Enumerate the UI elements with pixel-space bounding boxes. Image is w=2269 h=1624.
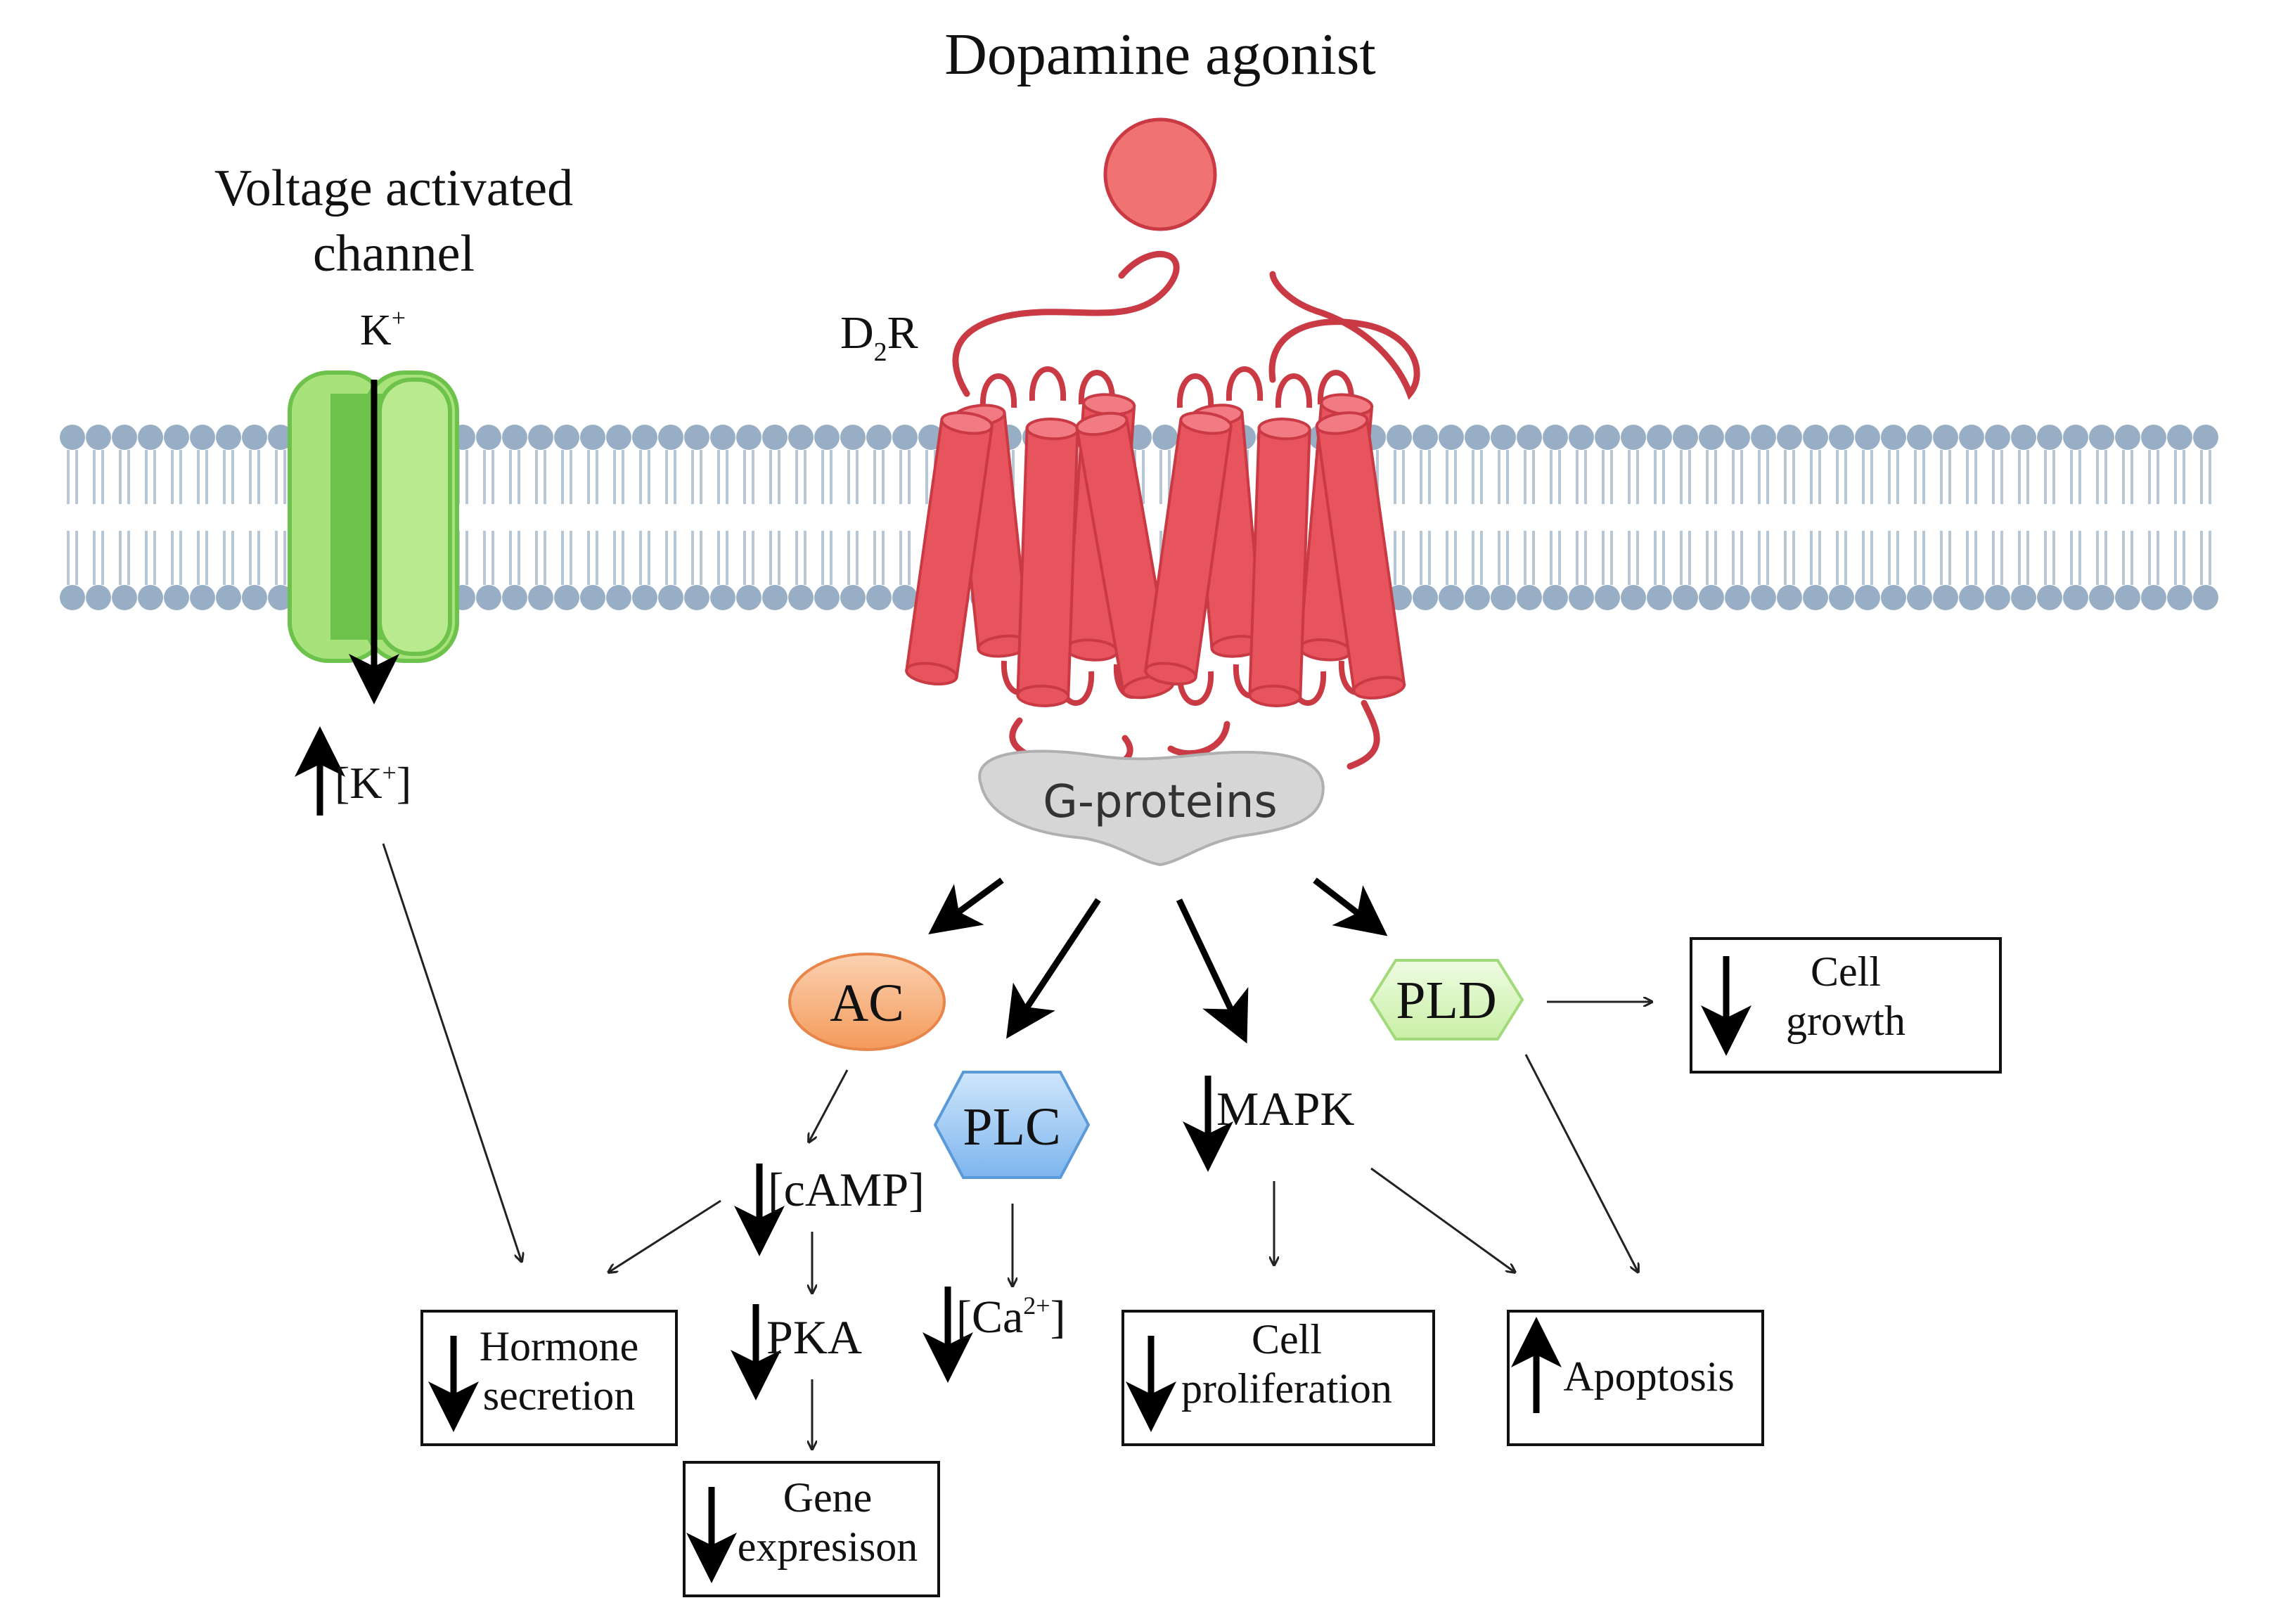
ac-ellipse	[788, 953, 946, 1051]
potassium-level-label: [K+]	[335, 758, 411, 808]
gene-line2: expresison	[738, 1523, 918, 1570]
indicator-arrows	[295, 726, 1751, 1583]
proliferation-line1: Cell	[1252, 1316, 1322, 1362]
receptor-label: D2R	[840, 307, 918, 367]
plc-hexagon	[933, 1071, 1091, 1179]
proliferation-line2: proliferation	[1181, 1365, 1392, 1412]
dopamine-agonist-ligand	[1103, 117, 1217, 231]
gproteins-label: G-proteins	[1043, 776, 1278, 828]
apoptosis-label: Apoptosis	[1563, 1353, 1734, 1400]
gprotein-arrows	[928, 877, 1388, 1044]
d2-receptor	[905, 250, 1420, 771]
ac-label: AC	[830, 974, 904, 1033]
pld-label: PLD	[1396, 971, 1497, 1030]
pathway-arrows	[382, 843, 1652, 1450]
g-proteins-complex	[978, 749, 1325, 867]
hormone-secretion-box	[420, 1310, 678, 1446]
channel-title-line1: Voltage activated	[214, 160, 573, 217]
diagram-title: Dopamine agonist	[944, 22, 1376, 87]
channel-ion-label: K+	[360, 304, 406, 354]
camp-label: [cAMP]	[768, 1163, 925, 1216]
hormone-line2: secretion	[483, 1372, 636, 1419]
calcium-label: [Ca2+]	[956, 1291, 1066, 1343]
cell-growth-line2: growth	[1786, 998, 1905, 1044]
cell-growth-line1: Cell	[1811, 948, 1881, 995]
pld-hexagon	[1369, 959, 1524, 1040]
channel-title-line2: channel	[313, 225, 475, 283]
potassium-channel	[288, 370, 459, 704]
hormone-line1: Hormone	[480, 1323, 639, 1370]
mapk-label: MAPK	[1216, 1082, 1355, 1135]
gene-line1: Gene	[783, 1474, 873, 1521]
pka-label: PKA	[766, 1310, 862, 1364]
outcome-boxes	[420, 937, 2002, 1597]
plc-label: PLC	[963, 1097, 1060, 1156]
